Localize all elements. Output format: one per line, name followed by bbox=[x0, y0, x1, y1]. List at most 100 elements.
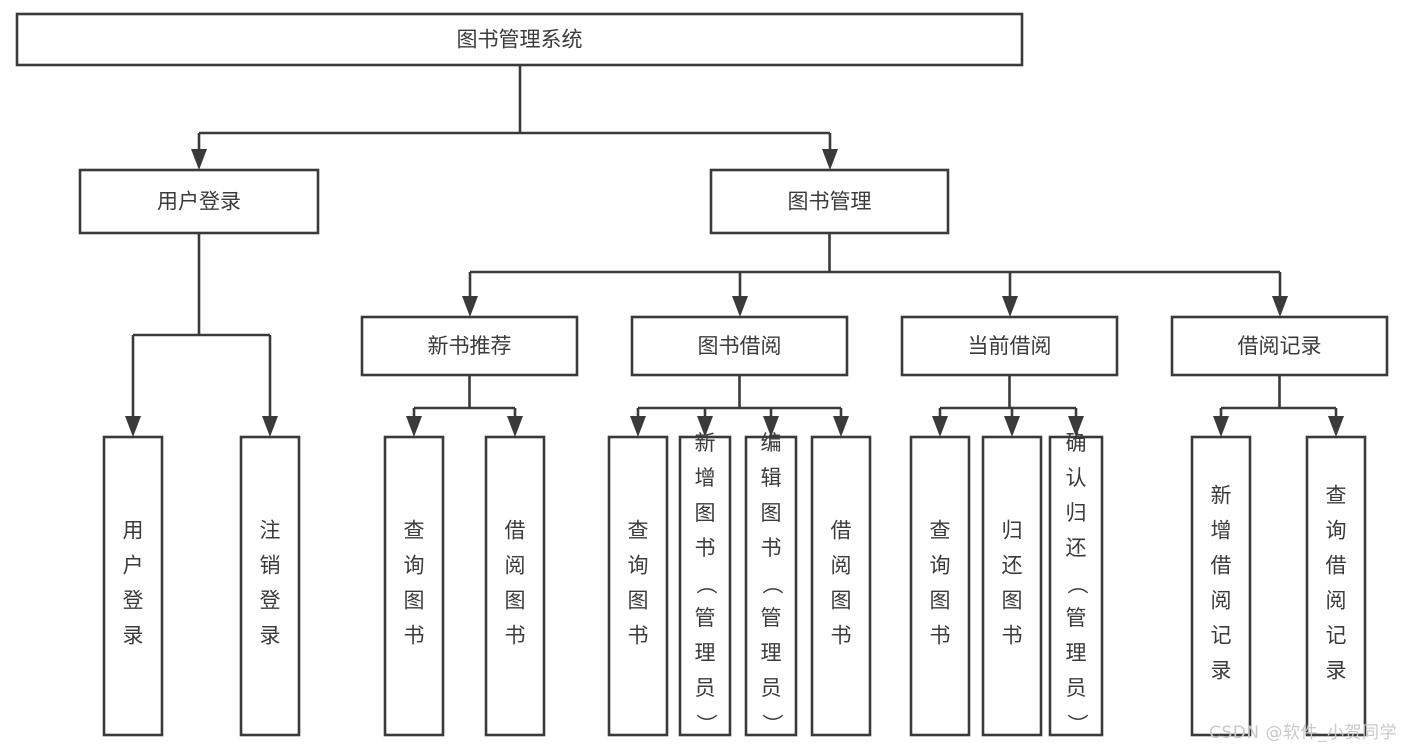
node-leaf-query-book-3-label-char: 图 bbox=[930, 589, 951, 613]
node-book-borrow-label: 图书借阅 bbox=[698, 334, 782, 358]
node-leaf-add-record-label-char: 记 bbox=[1211, 624, 1232, 648]
arrow-head-icon bbox=[763, 416, 779, 437]
arrow-head-icon bbox=[1002, 296, 1018, 317]
node-leaf-borrow-book-2-label-char: 图 bbox=[831, 589, 852, 613]
node-leaf-query-book-1-label-char: 询 bbox=[404, 554, 425, 578]
node-leaf-edit-book-label-char: ） bbox=[760, 714, 784, 735]
node-leaf-add-book-label-char: 新 bbox=[695, 431, 716, 455]
node-current-borrow-label: 当前借阅 bbox=[968, 334, 1052, 358]
node-leaf-confirm-return-label-char: 归 bbox=[1066, 501, 1087, 525]
arrow-head-icon bbox=[833, 416, 849, 437]
node-borrow-record[interactable]: 借阅记录 bbox=[1170, 315, 1389, 377]
node-leaf-add-record-box[interactable] bbox=[1190, 435, 1252, 737]
node-book-manage-box[interactable] bbox=[709, 168, 950, 235]
node-leaf-add-book-label-char: （ bbox=[694, 574, 718, 595]
node-user-login-box[interactable] bbox=[78, 168, 320, 235]
arrow-head-icon bbox=[191, 149, 207, 170]
node-leaf-edit-book-label-char: 员 bbox=[761, 676, 782, 700]
node-leaf-query-book-2-label-char: 书 bbox=[628, 624, 649, 648]
node-leaf-add-record-label-char: 阅 bbox=[1211, 589, 1232, 613]
node-leaf-user-login[interactable]: 用户登录 bbox=[102, 435, 164, 737]
node-leaf-confirm-return-label-char: 还 bbox=[1066, 536, 1087, 560]
node-leaf-query-book-1-box[interactable] bbox=[383, 435, 445, 737]
node-leaf-edit-book-label-char: （ bbox=[760, 574, 784, 595]
node-leaf-add-book-label-char: 理 bbox=[695, 641, 716, 665]
node-leaf-borrow-book-2-label-char: 阅 bbox=[831, 554, 852, 578]
node-user-login[interactable]: 用户登录 bbox=[78, 168, 320, 235]
node-leaf-logout-label-char: 销 bbox=[260, 554, 281, 578]
node-leaf-query-book-3-label-char: 书 bbox=[930, 624, 951, 648]
node-leaf-edit-book-label-char: 辑 bbox=[761, 466, 782, 490]
arrow-head-icon bbox=[732, 296, 748, 317]
node-new-book-rec[interactable]: 新书推荐 bbox=[360, 315, 579, 377]
node-new-book-rec-label: 新书推荐 bbox=[428, 334, 512, 358]
node-leaf-logout-box[interactable] bbox=[239, 435, 301, 737]
node-leaf-query-record-label-char: 借 bbox=[1326, 554, 1347, 578]
node-leaf-add-record-label-char: 新 bbox=[1211, 484, 1232, 508]
node-leaf-add-book-label-char: 图 bbox=[695, 501, 716, 525]
arrow-head-icon bbox=[462, 296, 478, 317]
node-leaf-confirm-return-label-char: 员 bbox=[1066, 676, 1087, 700]
node-leaf-return-book-label-char: 图 bbox=[1002, 589, 1023, 613]
node-current-borrow[interactable]: 当前借阅 bbox=[900, 315, 1119, 377]
node-leaf-return-book-label-char: 归 bbox=[1002, 519, 1023, 543]
node-leaf-borrow-book-2-label-char: 书 bbox=[831, 624, 852, 648]
node-book-manage[interactable]: 图书管理 bbox=[709, 168, 950, 235]
node-leaf-add-book-label-char: 管 bbox=[695, 606, 716, 630]
node-leaf-confirm-return-label-char: 认 bbox=[1066, 466, 1087, 490]
node-book-borrow[interactable]: 图书借阅 bbox=[630, 315, 849, 377]
node-new-book-rec-box[interactable] bbox=[360, 315, 579, 377]
node-leaf-borrow-book-2-box[interactable] bbox=[810, 435, 872, 737]
node-leaf-return-book-box[interactable] bbox=[981, 435, 1043, 737]
node-leaf-borrow-book-2-label-char: 借 bbox=[831, 519, 852, 543]
node-leaf-borrow-book-1-label-char: 阅 bbox=[505, 554, 526, 578]
node-leaf-add-book-label-char: 增 bbox=[695, 466, 716, 490]
arrow-head-icon bbox=[1328, 416, 1344, 437]
node-leaf-logout-label-char: 录 bbox=[260, 624, 281, 648]
connector-layer bbox=[125, 65, 1344, 437]
node-book-borrow-box[interactable] bbox=[630, 315, 849, 377]
node-leaf-query-book-2-box[interactable] bbox=[607, 435, 669, 737]
node-root-system-box[interactable] bbox=[15, 12, 1024, 67]
node-leaf-borrow-book-1-box[interactable] bbox=[484, 435, 546, 737]
node-leaf-borrow-book-1-label-char: 借 bbox=[505, 519, 526, 543]
node-leaf-edit-book-label-char: 书 bbox=[761, 536, 782, 560]
arrow-head-icon bbox=[1213, 416, 1229, 437]
node-leaf-add-book-label-char: ） bbox=[694, 714, 718, 735]
node-leaf-add-book-box[interactable] bbox=[678, 435, 732, 737]
node-leaf-confirm-return-label-char: （ bbox=[1065, 574, 1089, 595]
node-leaf-logout-label-char: 注 bbox=[260, 519, 281, 543]
node-borrow-record-box[interactable] bbox=[1170, 315, 1389, 377]
node-leaf-query-book-1-label-char: 图 bbox=[404, 589, 425, 613]
node-leaf-edit-book-label-char: 编 bbox=[761, 431, 782, 455]
node-leaf-query-book-2-label-char: 查 bbox=[628, 519, 649, 543]
node-leaf-query-book-2-label-char: 图 bbox=[628, 589, 649, 613]
node-leaf-query-record-box[interactable] bbox=[1305, 435, 1367, 737]
node-leaf-user-login-label-char: 户 bbox=[123, 554, 144, 578]
node-leaf-query-book-3-box[interactable] bbox=[909, 435, 971, 737]
node-leaf-add-record-label-char: 录 bbox=[1211, 659, 1232, 683]
node-leaf-user-login-label-char: 录 bbox=[123, 624, 144, 648]
node-leaf-add-record-label-char: 增 bbox=[1211, 519, 1232, 543]
node-leaf-confirm-return-box[interactable] bbox=[1048, 435, 1104, 737]
node-root-system[interactable]: 图书管理系统 bbox=[15, 12, 1024, 67]
node-leaf-query-book-3-label-char: 查 bbox=[930, 519, 951, 543]
node-leaf-add-book-label-char: 书 bbox=[695, 536, 716, 560]
node-current-borrow-box[interactable] bbox=[900, 315, 1119, 377]
node-leaf-user-login-box[interactable] bbox=[102, 435, 164, 737]
arrow-head-icon bbox=[1004, 416, 1020, 437]
node-leaf-edit-book-box[interactable] bbox=[744, 435, 798, 737]
